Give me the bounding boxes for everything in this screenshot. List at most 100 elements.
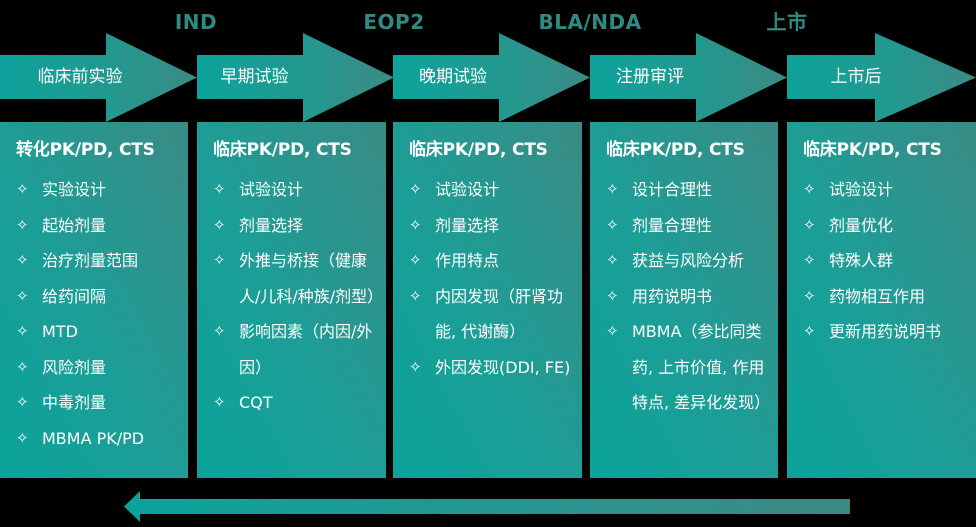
list-item: ✧风险剂量 <box>16 350 188 386</box>
arrow-left-icon <box>124 491 850 522</box>
list-item: ✧ 实验设计 <box>16 172 188 208</box>
feedback-arrow <box>124 490 850 527</box>
stage-label: 上市后 <box>830 67 882 87</box>
milestone-eop2: EOP2 <box>363 10 425 34</box>
sparkle-bullet-icon: ✧ <box>16 428 29 447</box>
list-item: ✧ 试验设计 <box>803 172 976 208</box>
sparkle-bullet-icon: ✧ <box>803 215 816 234</box>
stage-arrow-postmarket: 上市后 <box>787 33 976 122</box>
item-text: 剂量优化 <box>829 215 894 235</box>
sparkle-bullet-icon: ✧ <box>213 393 226 411</box>
item-text: 治疗剂量范围 <box>42 251 139 270</box>
milestone-launch: 上市 <box>766 10 808 34</box>
list-item: ✧ 剂量优化 <box>803 208 976 244</box>
sparkle-bullet-icon: ✧ <box>409 251 422 269</box>
sparkle-bullet-icon: ✧ <box>606 215 619 234</box>
item-text: 影响因素（内因/外因） <box>239 322 373 377</box>
stage-label: 晚期试验 <box>419 67 487 87</box>
list-item: ✧给药间隔 <box>16 279 188 315</box>
stage-label: 注册审评 <box>616 67 684 87</box>
sparkle-bullet-icon: ✧ <box>803 180 816 198</box>
stage-box-late: 临床PK/PD, CTS ✧试验设计 ✧剂量选择 ✧作用特点 ✧内因发现（肝肾功… <box>393 122 582 478</box>
box-title: 转化PK/PD, CTS <box>16 140 155 160</box>
item-text: 外推与桥接（健康人/儿科/种族/剂型） <box>239 251 384 306</box>
sparkle-bullet-icon: ✧ <box>213 215 226 234</box>
item-text: 药物相互作用 <box>829 286 926 306</box>
item-text: 实验设计 <box>42 180 107 199</box>
sparkle-bullet-icon: ✧ <box>213 322 226 340</box>
list-item: ✧ 药物相互作用 <box>803 279 976 315</box>
list-item: ✧ 获益与风险分析 <box>606 243 778 279</box>
list-item: ✧ MBMA PK/PD <box>16 421 188 457</box>
stage-arrow-early: 早期试验 <box>197 33 394 122</box>
stage-box-preclinical: 转化PK/PD, CTS ✧实验设计 ✧起始剂量 ✧治疗剂量范围 ✧给药间隔 ✧… <box>0 122 188 478</box>
list-item: ✧ 作用特点 <box>409 243 582 279</box>
item-text: 外因发现(DDI, FE) <box>435 357 571 377</box>
list-item: ✧ 特殊人群 <box>803 243 976 279</box>
arrow-right-icon <box>393 33 590 122</box>
sparkle-bullet-icon: ✧ <box>16 357 29 376</box>
list-item: ✧ MTD <box>16 314 188 350</box>
list-item: ✧ 剂量选择 <box>213 208 386 244</box>
list-item: ✧ 中毒剂量 <box>16 385 188 421</box>
milestone-ind: IND <box>174 10 218 34</box>
sparkle-bullet-icon: ✧ <box>409 357 422 376</box>
item-text: 更新用药说明书 <box>829 322 942 341</box>
sparkle-bullet-icon: ✧ <box>606 286 619 305</box>
item-text: 剂量选择 <box>239 215 304 235</box>
item-text: MBMA PK/PD <box>42 428 145 448</box>
stage-box-early: 临床PK/PD, CTS ✧试验设计 ✧剂量选择 ✧外推与桥接（健康人/儿科/种… <box>197 122 386 478</box>
sparkle-bullet-icon: ✧ <box>16 215 29 234</box>
stage-label: 临床前实验 <box>37 67 123 87</box>
milestone-bla-nda: BLA/NDA <box>538 10 642 34</box>
item-text: 试验设计 <box>239 180 304 199</box>
item-text: 试验设计 <box>829 180 894 199</box>
list-item: ✧起始剂量 <box>16 208 188 244</box>
box-title: 临床PK/PD, CTS <box>213 140 352 160</box>
list-item: ✧ 影响因素（内因/外因） <box>213 314 386 385</box>
list-item: ✧ 剂量合理性 <box>606 208 778 244</box>
sparkle-bullet-icon: ✧ <box>409 180 422 198</box>
sparkle-bullet-icon: ✧ <box>16 322 29 340</box>
item-text: 内因发现（肝肾功能, 代谢酶） <box>435 286 564 342</box>
item-text: 给药间隔 <box>42 286 107 306</box>
sparkle-bullet-icon: ✧ <box>803 251 816 269</box>
item-text: 设计合理性 <box>632 180 713 199</box>
item-text: 特殊人群 <box>829 251 894 270</box>
list-item: ✧MBMA（参比同类药, 上市价值, 作用特点, 差异化发现） <box>606 314 778 421</box>
stage-box-postmarket: 临床PK/PD, CTS ✧ 试验设计 ✧ 剂量优化 ✧ 特殊人群 ✧ 药物相互作用 ✧… <box>787 122 976 478</box>
item-text: 作用特点 <box>435 251 500 270</box>
item-text: 获益与风险分析 <box>632 251 745 270</box>
arrow-right-icon <box>0 33 197 122</box>
stage-arrow-preclinical: 临床前实验 <box>0 33 197 122</box>
sparkle-bullet-icon: ✧ <box>16 393 29 411</box>
list-item: ✧ 剂量选择 <box>409 208 582 244</box>
arrow-right-icon <box>787 33 976 122</box>
item-text: MTD <box>42 322 78 341</box>
list-item: ✧ CQT <box>213 385 386 421</box>
sparkle-bullet-icon: ✧ <box>16 180 29 198</box>
sparkle-bullet-icon: ✧ <box>409 215 422 234</box>
arrow-right-icon <box>197 33 394 122</box>
list-item: ✧内因发现（肝肾功能, 代谢酶） <box>409 279 582 350</box>
item-text: 用药说明书 <box>632 286 713 306</box>
item-text: CQT <box>239 393 273 412</box>
stage-arrow-review: 注册审评 <box>590 33 787 122</box>
list-item: ✧试验设计 <box>409 172 582 208</box>
list-item: ✧ 外推与桥接（健康人/儿科/种族/剂型） <box>213 243 386 314</box>
item-text: 剂量合理性 <box>632 215 713 235</box>
list-item: ✧试验设计 <box>213 172 386 208</box>
item-text: 剂量选择 <box>435 215 500 235</box>
box-title: 临床PK/PD, CTS <box>803 140 942 160</box>
item-text: 中毒剂量 <box>42 393 107 412</box>
sparkle-bullet-icon: ✧ <box>606 251 619 269</box>
sparkle-bullet-icon: ✧ <box>606 322 619 340</box>
stage-label: 早期试验 <box>220 67 289 87</box>
arrow-right-icon <box>590 33 787 122</box>
sparkle-bullet-icon: ✧ <box>213 251 226 269</box>
sparkle-bullet-icon: ✧ <box>803 286 816 305</box>
list-item: ✧ 设计合理性 <box>606 172 778 208</box>
box-title: 临床PK/PD, CTS <box>409 140 548 160</box>
list-item: ✧更新用药说明书 <box>803 314 976 350</box>
sparkle-bullet-icon: ✧ <box>606 180 619 198</box>
